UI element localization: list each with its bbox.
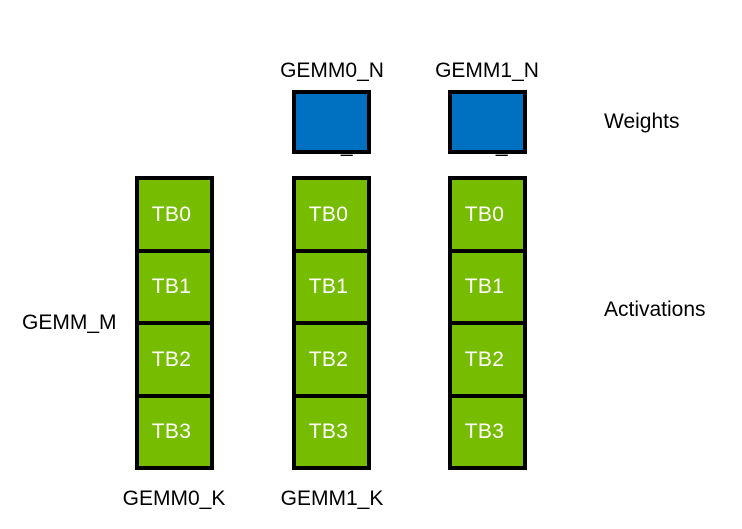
- gemm-m-label: GEMM_M: [22, 311, 117, 334]
- activation-cell[interactable]: TB0: [448, 176, 527, 253]
- activation-column-0: TB0 TB1 TB2 TB3: [135, 176, 214, 470]
- activation-cell-label: TB2: [151, 347, 192, 371]
- activation-cell[interactable]: TB2: [448, 321, 527, 398]
- top-label-gemm1-n-line1: GEMM1_N: [435, 59, 539, 82]
- activation-cell[interactable]: TB3: [448, 393, 527, 470]
- activation-cell[interactable]: TB1: [135, 248, 214, 325]
- activation-cell-label: TB0: [464, 202, 505, 226]
- activation-cell-label: TB2: [308, 347, 349, 371]
- activation-cell[interactable]: TB3: [135, 393, 214, 470]
- top-label-gemm0-n-line1: GEMM0_N: [280, 59, 384, 82]
- activation-cell[interactable]: TB2: [292, 321, 371, 398]
- weights-row-label: Weights: [604, 110, 680, 133]
- activation-column-2: TB0 TB1 TB2 TB3: [448, 176, 527, 470]
- activation-cell[interactable]: TB1: [448, 248, 527, 325]
- activation-cell[interactable]: TB1: [292, 248, 371, 325]
- activation-cell[interactable]: TB0: [135, 176, 214, 253]
- activation-cell[interactable]: TB2: [135, 321, 214, 398]
- bottom-label-gemm0-k: GEMM0_K: [122, 487, 226, 510]
- activation-cell[interactable]: TB3: [292, 393, 371, 470]
- activation-cell-label: TB0: [151, 202, 192, 226]
- activation-cell-label: TB3: [151, 420, 192, 444]
- activation-cell-label: TB3: [464, 420, 505, 444]
- gemm0-weight-block[interactable]: [292, 90, 371, 154]
- activation-cell-label: TB1: [464, 275, 505, 299]
- gemm1-weight-block[interactable]: [448, 90, 527, 154]
- activations-row-label: Activations: [604, 298, 706, 321]
- activation-cell-label: TB1: [151, 275, 192, 299]
- activation-cell-label: TB2: [464, 347, 505, 371]
- bottom-label-gemm1-k: GEMM1_K: [280, 487, 384, 510]
- activation-column-1: TB0 TB1 TB2 TB3: [292, 176, 371, 470]
- activation-cell-label: TB1: [308, 275, 349, 299]
- activation-cell[interactable]: TB0: [292, 176, 371, 253]
- activation-cell-label: TB3: [308, 420, 349, 444]
- activation-cell-label: TB0: [308, 202, 349, 226]
